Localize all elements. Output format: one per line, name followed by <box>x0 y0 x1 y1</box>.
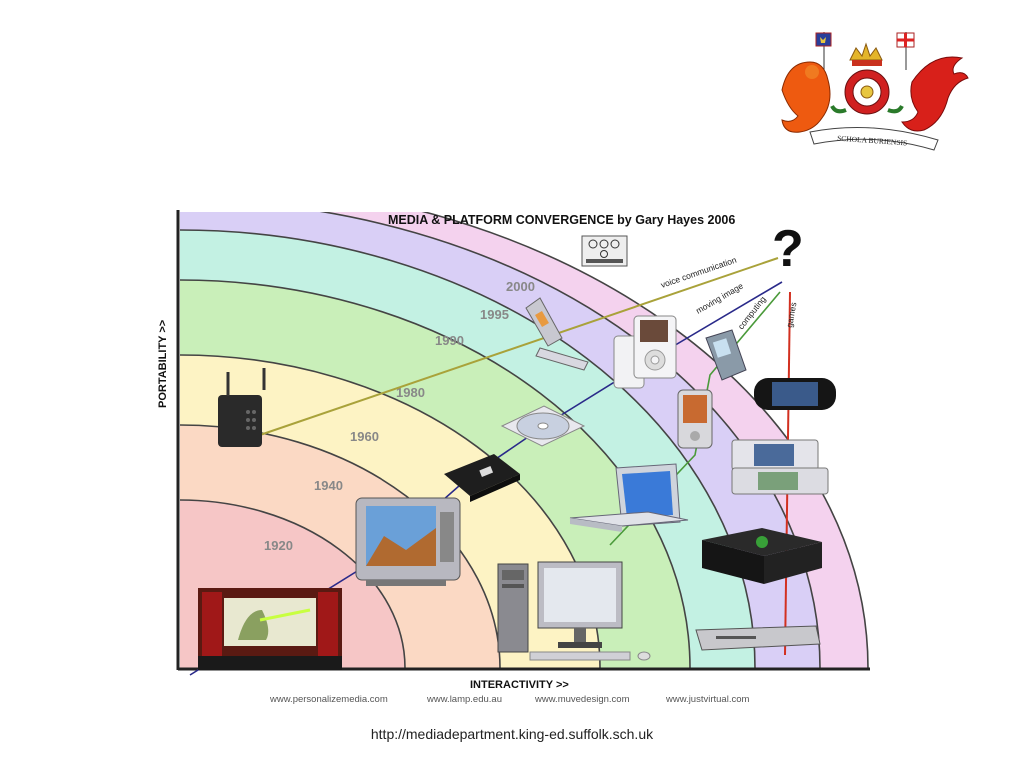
dvd-player-image <box>695 625 821 651</box>
monitor-image <box>529 561 651 661</box>
lion-figure <box>781 61 831 133</box>
psp-image <box>754 378 836 410</box>
cd-image <box>500 405 586 447</box>
diagram-title: MEDIA & PLATFORM CONVERGENCE by Gary Hay… <box>388 213 735 227</box>
video-cassette-image <box>444 454 520 502</box>
y-axis-label: PORTABILITY >> <box>157 320 169 408</box>
flip-phone-image <box>525 297 589 371</box>
credit-personalizemedia: www.personalizemedia.com <box>269 694 388 705</box>
year-label-1980: 1980 <box>396 385 425 400</box>
year-label-1990: 1990 <box>435 333 464 348</box>
smartphone-image <box>705 329 747 381</box>
nintendo-ds-image <box>731 439 829 495</box>
laptop-image <box>569 463 689 532</box>
year-label-1960: 1960 <box>350 429 379 444</box>
thread-games: games <box>784 301 798 328</box>
year-label-1940: 1940 <box>314 478 343 493</box>
pda-image <box>677 389 713 449</box>
school-crest: SCHOLA BURIENSIS <box>781 32 969 151</box>
television-image <box>355 497 461 586</box>
dragon-figure <box>901 56 969 132</box>
question-mark: ? <box>772 220 804 278</box>
game-console-image <box>702 528 822 584</box>
x-axis-label: INTERACTIVITY >> <box>470 679 569 691</box>
footer-url[interactable]: http://mediadepartment.king-ed.suffolk.s… <box>370 726 654 742</box>
credit-lamp: www.lamp.edu.au <box>426 694 502 705</box>
year-label-2000: 2000 <box>506 279 535 294</box>
cinema-screen-image <box>198 588 342 670</box>
cordless-phone-image <box>218 368 266 447</box>
year-label-1995: 1995 <box>480 307 509 322</box>
credit-muvedesign: www.muvedesign.com <box>534 694 630 705</box>
credit-justvirtual: www.justvirtual.com <box>665 694 749 705</box>
year-label-1920: 1920 <box>264 538 293 553</box>
ipod-image <box>613 315 677 389</box>
convergence-diagram: MEDIA & PLATFORM CONVERGENCE by Gary Hay… <box>150 200 890 720</box>
desktop-computer-image <box>497 563 529 653</box>
